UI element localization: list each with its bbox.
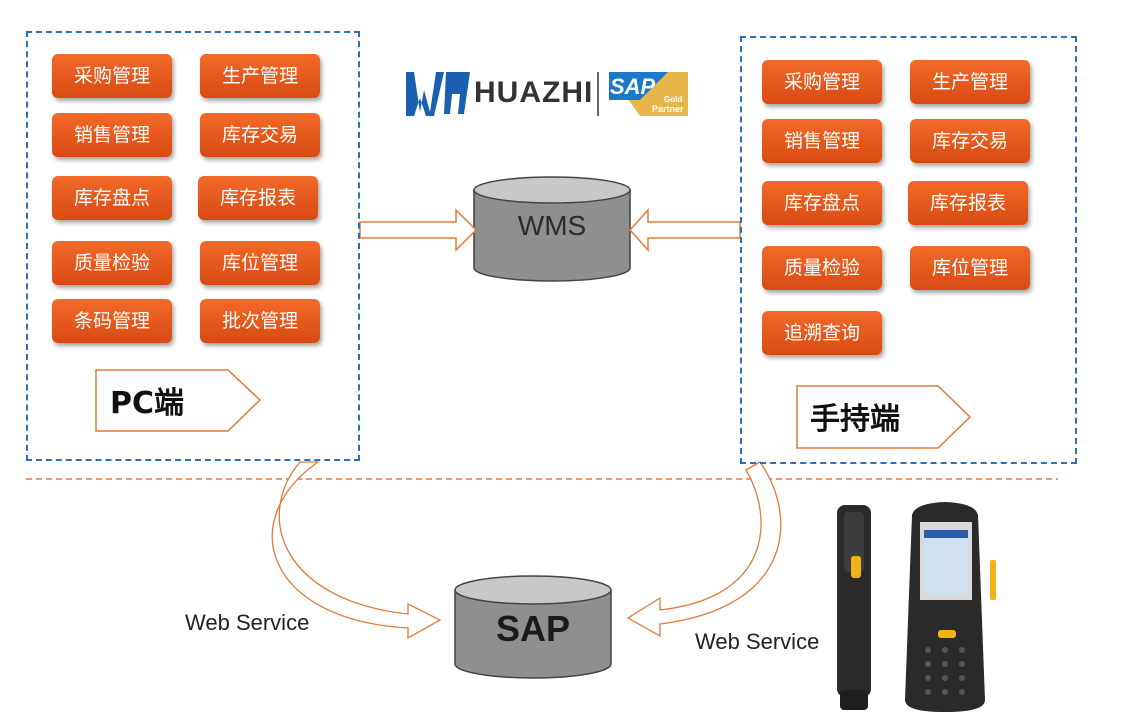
scanner-side-icon <box>837 505 871 710</box>
scanner-front-icon <box>905 502 996 712</box>
sap-gold-partner-icon <box>609 72 688 116</box>
handheld-client-label: 手持端 <box>810 402 900 437</box>
wms-database-icon <box>473 176 631 282</box>
sap-database-label: SAP <box>495 608 571 649</box>
pc-module-bin-management[interactable]: 库位管理 <box>200 241 320 285</box>
pc-module-production[interactable]: 生产管理 <box>200 54 320 98</box>
pc-to-wms-arrow <box>359 208 478 252</box>
handheld-module-production[interactable]: 生产管理 <box>910 60 1030 104</box>
handheld-module-purchase[interactable]: 采购管理 <box>762 60 882 104</box>
sap-partner-gold-text: Gold <box>664 95 683 104</box>
sap-partner-partner-text: Partner <box>652 104 684 114</box>
pc-module-stocktake[interactable]: 库存盘点 <box>52 176 172 220</box>
pc-module-batch[interactable]: 批次管理 <box>200 299 320 343</box>
handheld-module-traceability[interactable]: 追溯查询 <box>762 311 882 355</box>
sap-database-icon <box>454 575 612 679</box>
pc-label-shape <box>95 369 262 432</box>
web-service-label-right: Web Service <box>695 629 820 654</box>
pc-module-inventory-report[interactable]: 库存报表 <box>198 176 318 220</box>
handheld-module-inventory-transaction[interactable]: 库存交易 <box>910 119 1030 163</box>
handheld-to-wms-arrow <box>628 208 741 252</box>
pc-client-panel <box>26 31 360 461</box>
huazhi-logo-icon <box>406 72 470 116</box>
handheld-module-quality-inspection[interactable]: 质量检验 <box>762 246 882 290</box>
wms-database-label: WMS <box>517 210 587 241</box>
huazhi-wordmark: HUAZHI <box>474 76 594 109</box>
sap-partner-wordmark: SAP <box>610 74 656 99</box>
handheld-module-stocktake[interactable]: 库存盘点 <box>762 181 882 225</box>
pc-client-label: PC端 <box>110 386 185 421</box>
pc-module-quality-inspection[interactable]: 质量检验 <box>52 241 172 285</box>
pc-module-sales[interactable]: 销售管理 <box>52 113 172 157</box>
handheld-sap-link-arrow <box>626 461 782 638</box>
handheld-label-shape <box>796 385 972 449</box>
handheld-module-sales[interactable]: 销售管理 <box>762 119 882 163</box>
pc-module-barcode[interactable]: 条码管理 <box>52 299 172 343</box>
pc-module-purchase[interactable]: 采购管理 <box>52 54 172 98</box>
pc-module-inventory-transaction[interactable]: 库存交易 <box>200 113 320 157</box>
handheld-module-bin-management[interactable]: 库位管理 <box>910 246 1030 290</box>
pc-sap-link-arrow <box>271 461 442 640</box>
handheld-module-inventory-report[interactable]: 库存报表 <box>908 181 1028 225</box>
handheld-client-panel <box>740 36 1077 464</box>
web-service-label-left: Web Service <box>185 610 310 635</box>
